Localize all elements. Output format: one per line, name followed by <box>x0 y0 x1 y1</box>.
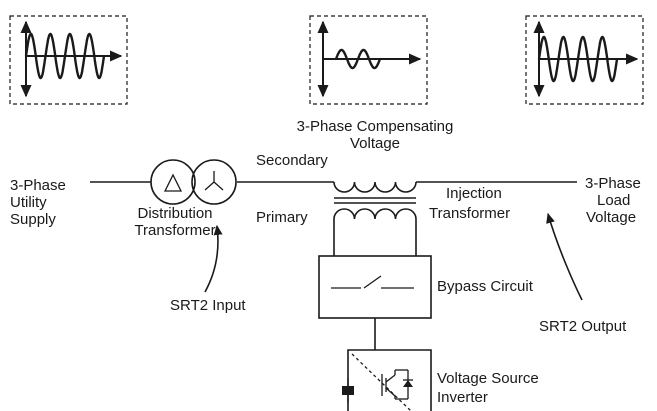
distribution-label-line2: Transformer <box>134 222 215 239</box>
battery-icon <box>342 378 354 403</box>
inverter <box>342 349 432 411</box>
injection-label-line1: Injection <box>446 185 502 202</box>
srt2-input-label: SRT2 Input <box>170 297 246 314</box>
injection-label-line2: Transformer <box>429 205 510 222</box>
supply-label-line2: Utility <box>10 194 47 211</box>
compensating-voltage-label: 3-Phase Compensating Voltage <box>297 118 454 152</box>
compensating-label-line1: 3-Phase Compensating <box>297 118 454 135</box>
injection-transformer-label: Injection Transformer <box>429 185 510 222</box>
supply-waveform <box>24 32 106 80</box>
supply-label-line1: 3-Phase <box>10 177 66 194</box>
switch-icon <box>331 275 414 289</box>
load-label-line1: 3-Phase <box>585 175 641 192</box>
srt2-output-arrow <box>546 212 583 301</box>
load-label-line2: Load <box>597 192 630 209</box>
load-waveform <box>537 35 619 83</box>
load-label-line3: Voltage <box>586 209 636 226</box>
waveform-panel-compensating <box>309 15 428 105</box>
distribution-label-line1: Distribution <box>137 205 212 222</box>
inverter-label-line1: Voltage Source <box>437 370 539 387</box>
bypass-circuit <box>318 255 432 319</box>
compensating-label-line2: Voltage <box>350 135 400 152</box>
compensating-waveform <box>334 48 382 70</box>
bypass-circuit-label: Bypass Circuit <box>437 278 534 295</box>
supply-label-line3: Supply <box>10 211 56 228</box>
srt2-output-label: SRT2 Output <box>539 318 627 335</box>
delta-wye-icon <box>150 159 237 205</box>
waveform-panel-supply <box>9 15 128 105</box>
inverter-label: Voltage Source Inverter <box>437 370 539 406</box>
supply-label: 3-Phase Utility Supply <box>10 177 66 228</box>
inverter-label-line2: Inverter <box>437 389 488 406</box>
secondary-label: Secondary <box>256 152 328 169</box>
distribution-transformer-label: Distribution Transformer <box>134 205 215 239</box>
injection-transformer-icon <box>333 181 417 256</box>
load-voltage-label: 3-Phase Load Voltage <box>585 175 641 226</box>
primary-label: Primary <box>256 209 308 226</box>
igbt-diode-icon <box>381 369 413 400</box>
waveform-panel-load <box>525 15 644 105</box>
srt2-input-arrow <box>204 224 223 293</box>
